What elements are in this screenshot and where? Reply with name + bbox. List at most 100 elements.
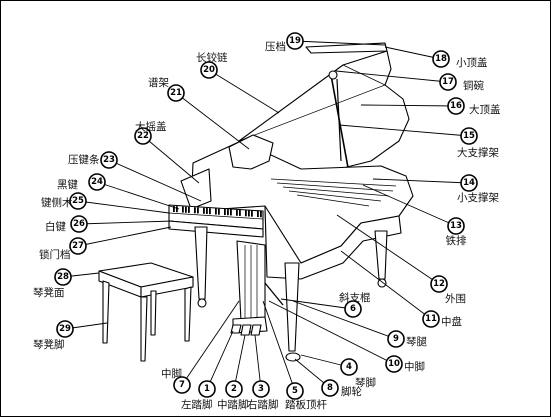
callout-number: 1: [204, 384, 210, 394]
pedal-right: [250, 324, 262, 336]
black-key: [218, 208, 220, 215]
callout-badge: [460, 174, 478, 192]
callout-leader-7: [181, 300, 240, 386]
black-keys: [173, 206, 262, 218]
callout-badge: [447, 217, 465, 235]
callout-leader-18: [384, 46, 442, 60]
callout-badge: [344, 300, 362, 318]
callout-number: 5: [292, 386, 298, 396]
callout-badge: [447, 97, 465, 115]
callout-label: 右踏脚: [247, 398, 279, 411]
callout-number: 10: [388, 359, 400, 369]
callout-number: 13: [450, 221, 462, 231]
callout-leader-24: [96, 181, 180, 210]
callout-number: 8: [327, 383, 333, 393]
front-right-caster: [285, 352, 301, 362]
callout-label: 左踏脚: [181, 398, 213, 411]
white-keys: [168, 212, 264, 220]
black-key: [227, 209, 229, 216]
black-key: [173, 206, 175, 212]
callout-number: 7: [179, 380, 185, 390]
callout-label: 长铰链: [196, 51, 228, 64]
bench-leg-right-back: [184, 286, 192, 342]
callout-leader-9: [292, 300, 397, 340]
callout-number: 20: [203, 65, 215, 75]
bench-leg-right-front: [140, 296, 148, 362]
callout-label: 中踏脚: [217, 398, 249, 411]
callout-leader-3: [254, 334, 262, 390]
callout-label: 外围: [445, 293, 466, 305]
callout-8: 8 脚轮: [321, 379, 362, 398]
callout-label: 大摇盖: [135, 120, 167, 133]
callout-badge: [134, 127, 152, 145]
callout-badge: [286, 32, 304, 50]
black-key: [194, 207, 196, 214]
callout-badge: [200, 61, 218, 79]
callout-label: 中脚: [161, 367, 182, 380]
callout-number: 25: [72, 196, 84, 206]
callout-label: 铜碗: [463, 79, 484, 92]
black-key: [245, 210, 247, 217]
callout-leader-19: [294, 40, 386, 46]
callout-number: 19: [289, 36, 301, 46]
callout-leader-16: [360, 104, 457, 107]
black-key: [203, 207, 205, 214]
callout-leader-26: [78, 220, 174, 225]
black-key: [209, 208, 211, 215]
callout-leader-10: [268, 300, 395, 365]
callout-leader-21: [175, 92, 250, 150]
callout-number: 2: [231, 384, 237, 394]
callout-number: 14: [463, 178, 475, 188]
callout-leader-22: [142, 135, 200, 184]
front-left-caster: [197, 298, 207, 308]
callout-badge: [460, 127, 478, 145]
black-key: [224, 209, 226, 216]
callout-badge: [100, 151, 118, 169]
callout-badge: [387, 330, 405, 348]
black-key: [260, 211, 262, 218]
black-key: [257, 211, 259, 218]
callout-number: 23: [103, 155, 115, 165]
callout-badge: [198, 380, 216, 398]
prop-cup: [328, 70, 338, 80]
callout-number: 15: [463, 131, 475, 141]
callout-label: 压档: [265, 40, 286, 53]
callout-number: 9: [393, 334, 399, 344]
callout-badge: [88, 173, 106, 191]
callout-badge: [439, 73, 457, 91]
black-key: [239, 209, 241, 216]
callout-badge: [286, 382, 304, 400]
callout-badge: [321, 379, 339, 397]
callout-label: 斜支棍: [339, 291, 371, 304]
callout-1: 1 左踏脚: [181, 380, 216, 411]
lid-hinge-line: [238, 84, 386, 142]
iron-frame-strings: [270, 178, 397, 207]
callout-number: 18: [435, 54, 447, 64]
callout-leader-11: [340, 250, 432, 320]
pedal-middle: [240, 324, 252, 336]
callout-number: 12: [433, 279, 445, 289]
small-lid-bar: [305, 42, 388, 54]
callout-label: 小顶盖: [456, 56, 488, 69]
callout-leader-25: [77, 200, 170, 214]
callout-leader-1: [206, 330, 234, 390]
rear-leg: [374, 230, 388, 280]
bench-leg-left-front: [102, 280, 110, 344]
callout-label: 脚轮: [341, 385, 362, 398]
pedal-left: [230, 324, 242, 334]
front-left-leg: [194, 226, 208, 300]
